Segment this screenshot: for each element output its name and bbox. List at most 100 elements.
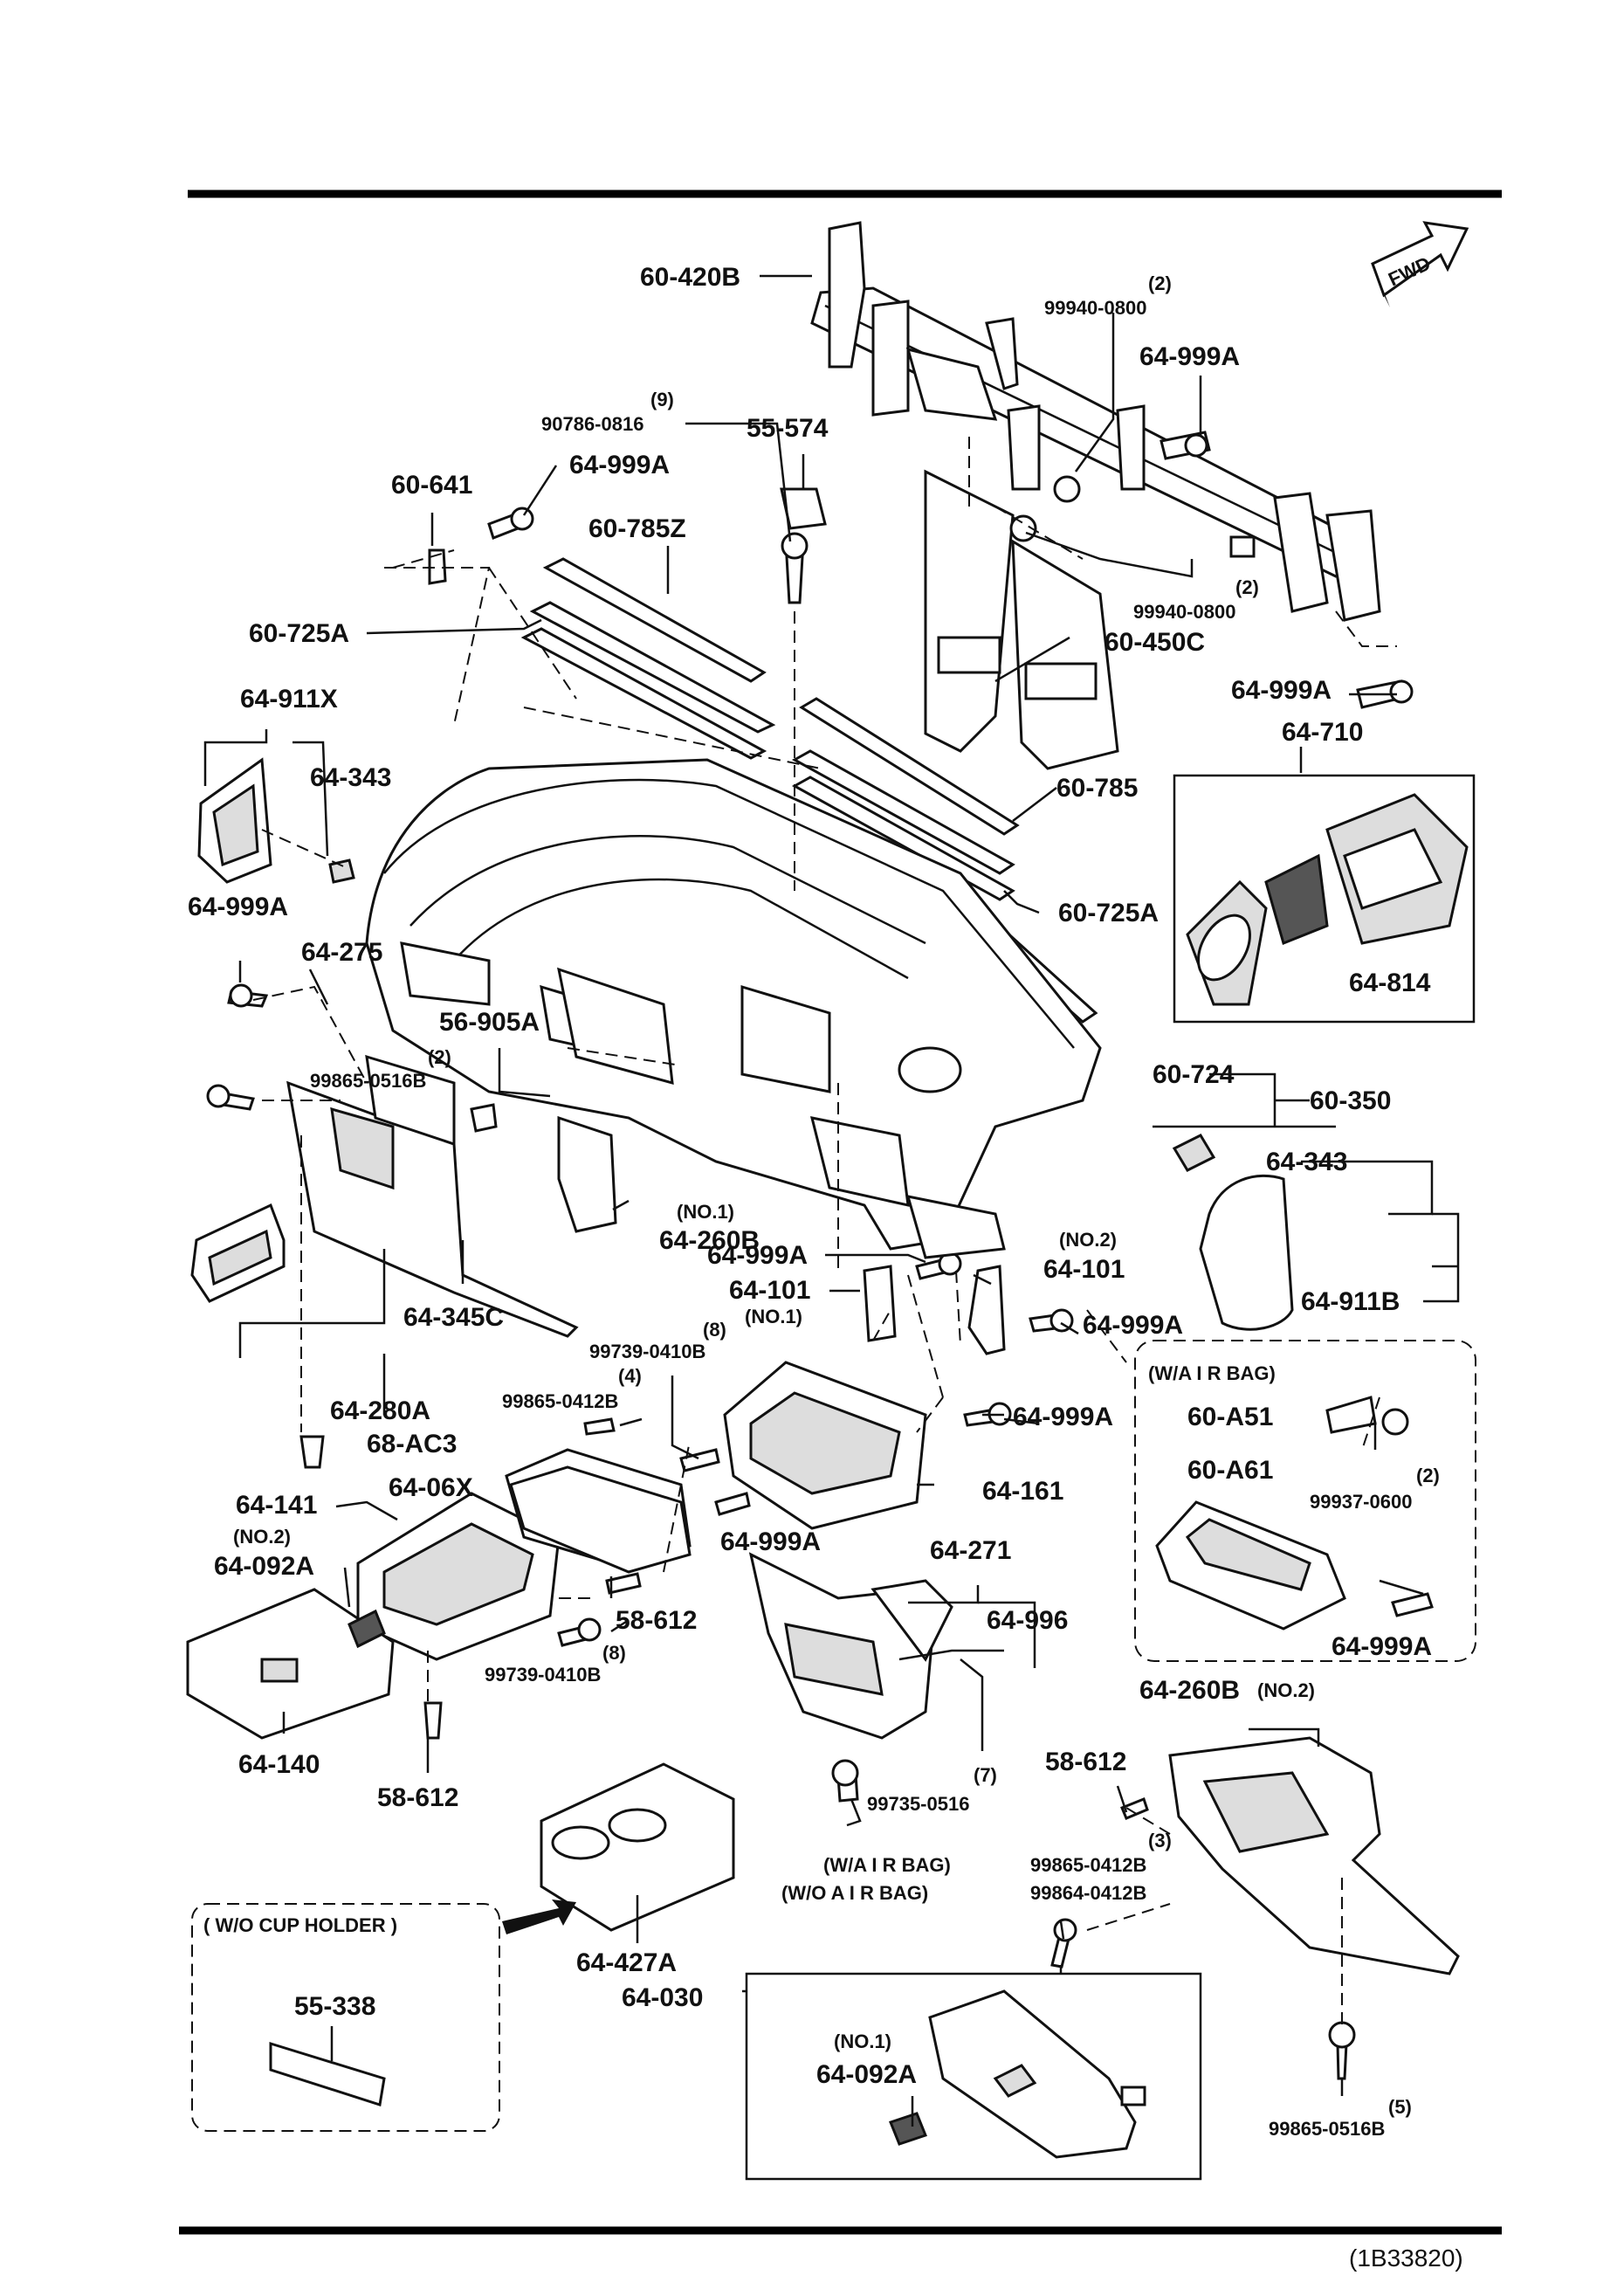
label-64-999A-b: 64-999A <box>569 451 670 479</box>
qty-99865-d: (5) <box>1388 2096 1412 2118</box>
label-60-A51: 60-A51 <box>1187 1403 1273 1431</box>
coin-tray <box>190 1203 286 1303</box>
screws <box>206 431 1434 2080</box>
clip-64-343 <box>328 858 355 884</box>
label-99735-0516: 99735-0516 <box>867 1793 969 1815</box>
label-64-999A-d: 64-999A <box>188 893 288 921</box>
label-58-612-a: 58-612 <box>616 1606 697 1635</box>
label-64-141: 64-141 <box>236 1491 317 1520</box>
qty-99735: (7) <box>974 1764 997 1786</box>
airbag-box <box>1134 1340 1476 1662</box>
label-60-785Z: 60-785Z <box>588 514 686 543</box>
airbag-bracket <box>1155 1396 1409 1631</box>
qty-64-101-no2: (NO.2) <box>1059 1229 1117 1251</box>
label-64-343-a: 64-343 <box>310 763 391 792</box>
label-60-450C: 60-450C <box>1104 628 1205 657</box>
label-64-275: 64-275 <box>301 938 382 967</box>
qty-99937: (2) <box>1416 1465 1440 1486</box>
qty-64-260B-no2: (NO.2) <box>1257 1679 1315 1701</box>
label-64-345C: 64-345C <box>403 1303 504 1332</box>
leader-lines <box>203 274 1460 2127</box>
label-64-999A-a: 64-999A <box>1139 342 1240 371</box>
pocket-64-161 <box>723 1361 927 1530</box>
label-58-612-b: 58-612 <box>377 1783 458 1812</box>
cup-holder <box>540 1762 735 1932</box>
label-99864-0412B: 99864-0412B <box>1030 1882 1146 1904</box>
label-64-161: 64-161 <box>982 1477 1063 1506</box>
label-64-092A-b: 64-092A <box>816 2060 917 2089</box>
label-64-999A-e: 64-999A <box>707 1241 808 1270</box>
vent-box <box>1173 774 1476 1024</box>
label-55-574: 55-574 <box>747 414 829 443</box>
without-airbag-note: (W/O A I R BAG) <box>781 1882 928 1904</box>
label-99865-0516B-a: 99865-0516B <box>310 1070 426 1092</box>
bracket-64-101-no2 <box>967 1265 1006 1355</box>
bracket-64-101-no1 <box>863 1265 897 1342</box>
dashed-guides <box>252 437 1397 2026</box>
label-60-725A-b: 60-725A <box>1058 899 1159 927</box>
label-99739-0410B-a: 99739-0410B <box>589 1341 705 1362</box>
label-64-427A: 64-427A <box>576 1948 677 1977</box>
qty-64-260B-no1: (NO.1) <box>677 1201 734 1223</box>
vent-assembly <box>1186 793 1469 1006</box>
bracket-64-06X <box>509 1465 692 1574</box>
label-64-911B: 64-911B <box>1301 1287 1400 1316</box>
fwd-arrow-icon: FWD <box>1371 221 1469 307</box>
label-99940-0800-a: 99940-0800 <box>1044 297 1146 319</box>
label-64-814: 64-814 <box>1349 969 1431 997</box>
qty-99940-b: (2) <box>1235 576 1259 598</box>
wo-cup-holder-title: ( W/O CUP HOLDER ) <box>203 1914 397 1936</box>
qty-99739-b: (8) <box>602 1642 626 1664</box>
label-99865-0412B-c: 99865-0412B <box>1030 1854 1146 1876</box>
label-60-A61: 60-A61 <box>1187 1456 1273 1485</box>
knob-64-092A-no2 <box>348 1609 386 1649</box>
center-console <box>748 1552 953 1740</box>
with-airbag-note: (W/A I R BAG) <box>823 1854 951 1876</box>
label-64-999A-h: 64-999A <box>720 1527 821 1556</box>
label-64-996: 64-996 <box>987 1606 1068 1635</box>
lid-55-338 <box>269 2041 386 2106</box>
insert-arrow-icon <box>502 1900 576 1934</box>
qty-90786: (9) <box>650 389 674 410</box>
figure-code: (1B33820) <box>1349 2244 1463 2272</box>
qty-99940-a: (2) <box>1148 272 1172 294</box>
label-55-338: 55-338 <box>294 1992 375 2021</box>
defroster-strips-left <box>520 557 776 760</box>
label-64-260B-b: 64-260B <box>1139 1676 1240 1705</box>
label-64-271: 64-271 <box>930 1536 1011 1565</box>
label-60-785: 60-785 <box>1056 774 1138 803</box>
bracket-64-260B-no1 <box>557 1115 617 1233</box>
label-64-101-a: 64-101 <box>1043 1255 1125 1284</box>
clip-60-641 <box>428 548 447 585</box>
side-vent-left <box>197 757 272 884</box>
label-56-905A: 56-905A <box>439 1008 540 1037</box>
wo-cup-holder-box <box>191 1903 500 2132</box>
label-99937-0600: 99937-0600 <box>1310 1491 1412 1513</box>
label-99940-0800-b: 99940-0800 <box>1133 601 1235 623</box>
qty-64-092A-no2: (NO.2) <box>233 1526 291 1548</box>
cross-member-beam <box>810 221 1381 770</box>
qty-99865-a: (2) <box>428 1046 451 1068</box>
label-60-420B: 60-420B <box>640 263 740 292</box>
label-64-343-b: 64-343 <box>1266 1148 1347 1176</box>
part-labels: 60-420B (2) 99940-0800 64-999A (9) 90786… <box>188 263 1440 2140</box>
label-64-999A-c: 64-999A <box>1231 676 1332 705</box>
label-58-612-c: 58-612 <box>1045 1748 1126 1776</box>
center-lid <box>186 1588 395 1740</box>
label-60-641: 60-641 <box>391 471 472 500</box>
qty-64-101-no1: (NO.1) <box>745 1306 802 1327</box>
label-64-999A-i: 64-999A <box>1332 1632 1432 1661</box>
dashboard-panel <box>365 758 1102 1259</box>
side-vent-right <box>1172 1134 1294 1331</box>
label-64-911X: 64-911X <box>240 685 338 714</box>
label-64-140: 64-140 <box>238 1750 320 1779</box>
label-64-030: 64-030 <box>622 1983 703 2012</box>
label-64-280A: 64-280A <box>330 1396 430 1425</box>
qty-64-092A-no1: (NO.1) <box>834 2031 891 2052</box>
airbag-title: (W/A I R BAG) <box>1148 1362 1276 1384</box>
label-60-724: 60-724 <box>1153 1060 1235 1089</box>
qty-99865-b: (4) <box>618 1365 642 1387</box>
glove-box-lid <box>889 1989 1146 2159</box>
label-68-AC3: 68-AC3 <box>367 1430 457 1458</box>
